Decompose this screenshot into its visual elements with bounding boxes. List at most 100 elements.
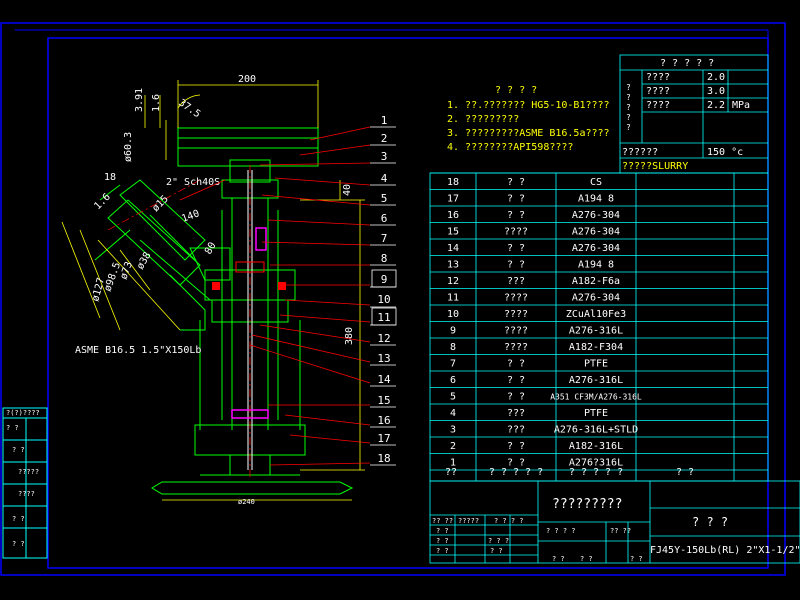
bom-cell-name: ? ?: [507, 441, 525, 452]
tech-row-value: 3.0: [707, 86, 725, 97]
bom-cell-material: A276-316L+STLD: [554, 425, 638, 436]
notes-line: 2. ?????????: [447, 114, 519, 125]
bom-cell-material: A276?316L: [569, 458, 623, 469]
left-stamp-row: ? ?: [12, 446, 25, 454]
dim-60-3: ø60.3: [123, 132, 134, 162]
bom-cell-material: A351 CF3M/A276-316L: [550, 393, 642, 402]
bom-cell-no: 1: [450, 458, 456, 469]
bom-cell-no: 10: [447, 309, 459, 320]
bom-cell-no: 4: [450, 408, 456, 419]
svg-text:?: ?: [626, 113, 631, 122]
flange-label: ASME B16.5 1.5"X150Lb: [75, 345, 201, 356]
left-stamp-row: ? ?: [12, 515, 25, 523]
notes-line: 4. ????????API598????: [447, 142, 573, 153]
drawing-name: ?????????: [552, 497, 622, 512]
title-cell: ? ?: [490, 547, 503, 555]
title-cell: ? ?: [436, 547, 449, 555]
bom-cell-material: A276-304: [572, 210, 620, 221]
notes-title: ? ? ? ?: [495, 85, 537, 96]
part-number-7: 7: [381, 232, 388, 245]
bom-cell-material: CS: [590, 177, 602, 188]
valve-body: [94, 127, 354, 495]
notes-line: 1. ??.??????? HG5-10-B1????: [447, 100, 610, 111]
bom-cell-name: ? ?: [507, 260, 525, 271]
part-number-12: 12: [377, 332, 390, 345]
tech-medium: ?????SLURRY: [622, 161, 688, 172]
dim-140: 140: [180, 208, 201, 225]
bom-cell-name: ? ?: [507, 194, 525, 205]
bom-cell-name: ? ?: [507, 210, 525, 221]
part-number-5: 5: [381, 192, 388, 205]
tech-row-label: ????: [646, 72, 670, 83]
title-cell: ? ?: [436, 537, 449, 545]
left-stamp-row: ? ?: [12, 540, 25, 548]
bom-cell-no: 12: [447, 276, 459, 287]
title-cell: ? ?: [436, 527, 449, 535]
bom-cell-name: ? ?: [507, 177, 525, 188]
bom-cell-material: A194 8: [578, 260, 614, 271]
bom-cell-material: A194 8: [578, 194, 614, 205]
bom-cell-name: ? ?: [507, 359, 525, 370]
bom-cell-material: A276-304: [572, 293, 620, 304]
bom-cell-material: PTFE: [584, 359, 608, 370]
bom-cell-name: ????: [504, 309, 528, 320]
part-number-2: 2: [381, 132, 388, 145]
bom-cell-no: 2: [450, 441, 456, 452]
part-number-10: 10: [377, 293, 390, 306]
dim-80: 80: [203, 241, 219, 257]
svg-text:?: ?: [626, 103, 631, 112]
bom-cell-name: ????: [504, 293, 528, 304]
part-number-8: 8: [381, 252, 388, 265]
bom-cell-material: A182-316L: [569, 441, 623, 452]
dim-1-6: 1.6: [151, 94, 162, 112]
part-number-3: 3: [381, 150, 388, 163]
svg-text:?: ?: [626, 123, 631, 132]
title-cell: ?? ??: [432, 517, 453, 525]
tech-temp-value: 150 °c: [707, 147, 743, 158]
dim-15: ø15: [150, 194, 171, 215]
outer-frame: [0, 22, 786, 576]
bom-cell-no: 7: [450, 359, 456, 370]
bom-cell-no: 5: [450, 392, 456, 403]
bom-cell-no: 18: [447, 177, 459, 188]
bom-cell-name: ????: [504, 326, 528, 337]
inner-frame: [47, 37, 769, 569]
title-cell: ?????: [458, 517, 479, 525]
tech-row-label: ????: [646, 100, 670, 111]
bom-cell-no: 3: [450, 425, 456, 436]
notes-line: 3. ?????????ASME B16.5a????: [447, 128, 610, 139]
part-number-11: 11: [377, 311, 390, 324]
bom-cell-material: A182-F6a: [572, 276, 620, 287]
bom-cell-material: A276-304: [572, 243, 620, 254]
left-stamp-header: ?(?)????: [6, 409, 40, 417]
part-number-4: 4: [381, 172, 388, 185]
left-stamp-table: [2, 407, 48, 559]
bom-cell-name: ???: [507, 276, 525, 287]
bom-cell-name: ???: [507, 408, 525, 419]
svg-text:?: ?: [626, 93, 631, 102]
bom-cell-name: ? ?: [507, 243, 525, 254]
bom-cell-material: A276-316L: [569, 326, 623, 337]
bom-cell-material: A276-316L: [569, 375, 623, 386]
part-number-1: 1: [381, 114, 388, 127]
tech-row-label: ????: [646, 86, 670, 97]
title-cell: ? ? ? ?: [494, 517, 524, 525]
dim-37-5: 37.5: [176, 97, 202, 120]
part-number-13: 13: [377, 352, 390, 365]
bom-cell-no: 8: [450, 342, 456, 353]
dim-18: 18: [104, 172, 116, 183]
part-number-boxes: [371, 269, 397, 326]
bom-cell-no: 15: [447, 227, 459, 238]
title-cell: ?? ??: [610, 527, 631, 535]
left-stamp-row: ????: [18, 490, 35, 498]
part-number-18: 18: [377, 452, 390, 465]
bom-cell-no: 17: [447, 194, 459, 205]
part-number-15: 15: [377, 394, 390, 407]
tech-spec-table: [619, 54, 769, 174]
dim-1-6b: 1.6: [92, 192, 113, 213]
bom-cell-name: ???: [507, 425, 525, 436]
title-cell: ? ?: [552, 555, 565, 563]
part-number-16: 16: [377, 414, 390, 427]
leader-underlines: [370, 126, 396, 466]
bom-header-material: ? ? ? ? ?: [569, 467, 623, 478]
